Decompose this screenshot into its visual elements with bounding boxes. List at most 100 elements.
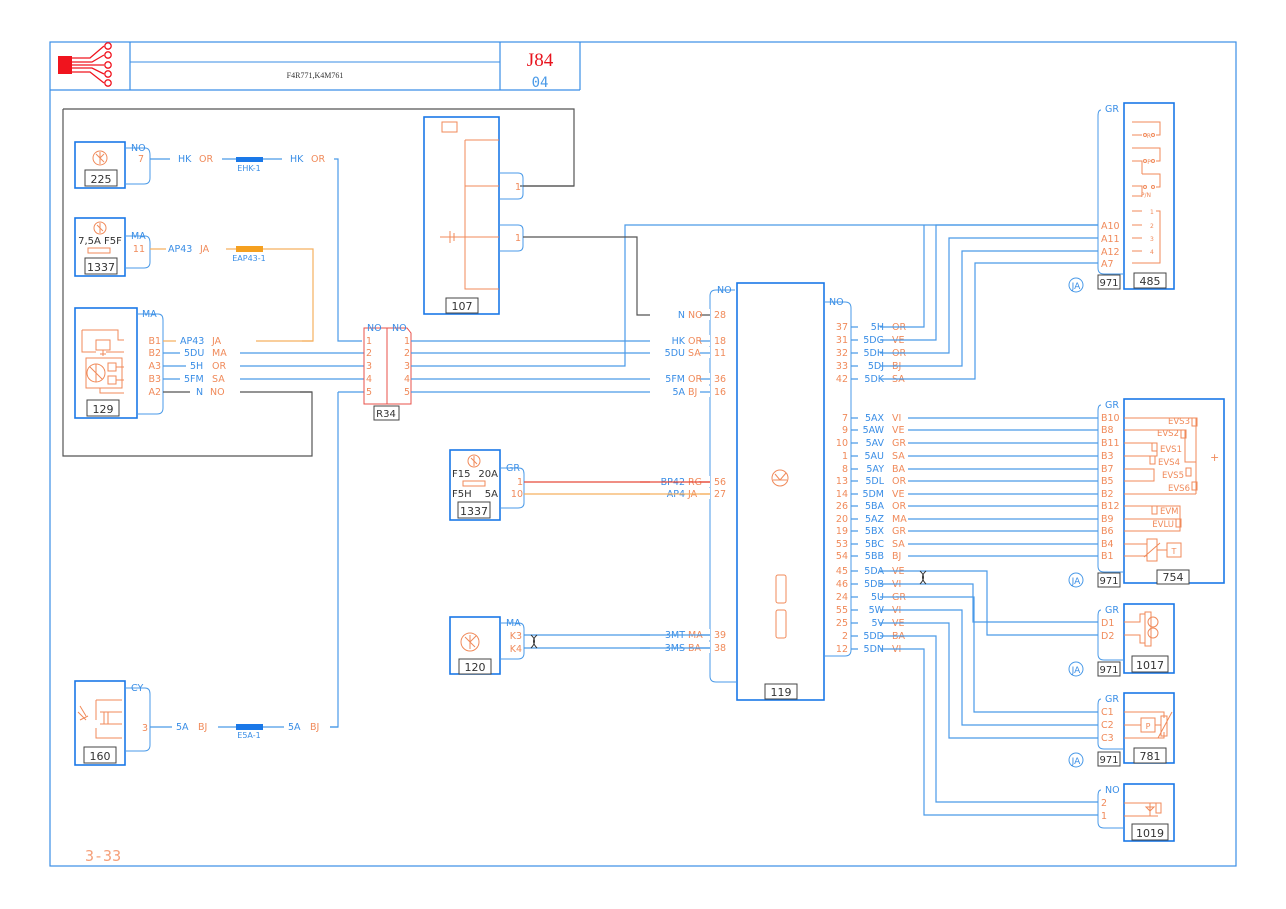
svg-text:B1: B1 [1101, 551, 1114, 562]
svg-text:MA: MA [142, 309, 157, 320]
svg-text:31: 31 [836, 335, 848, 346]
svg-text:160: 160 [90, 750, 111, 763]
component-1337-fuses-f15-f5h[interactable]: F15 20A F5H 5A 1337 GR 1 10 [449, 449, 525, 521]
svg-text:EVS2: EVS2 [1157, 429, 1179, 439]
svg-text:5DD: 5DD [863, 631, 884, 642]
svg-text:5DG: 5DG [863, 335, 884, 346]
component-485-gear-selector[interactable]: GR R P P/N 1 2 3 4 A10 A11 A12 A7 485 97… [1068, 102, 1175, 293]
svg-text:32: 32 [836, 348, 848, 359]
svg-text:971: 971 [1099, 665, 1118, 676]
component-1019-solenoid[interactable]: NO 2 1 1019 [1097, 783, 1175, 842]
svg-text:B2: B2 [1101, 489, 1114, 500]
ecu-119[interactable]: NO NO 119 [709, 282, 852, 701]
component-1017[interactable]: GR D1 D2 1017 971 JA [1068, 603, 1175, 677]
svg-text:OR: OR [212, 361, 226, 372]
svg-text:BJ: BJ [892, 551, 901, 562]
svg-text:B2: B2 [148, 348, 161, 359]
ground-symbol-icon [771, 469, 789, 487]
svg-text:SA: SA [892, 451, 905, 462]
svg-text:BJ: BJ [198, 722, 207, 733]
svg-text:P/N: P/N [1141, 192, 1151, 199]
svg-text:10: 10 [836, 438, 848, 449]
svg-text:19: 19 [836, 526, 848, 537]
svg-text:27: 27 [714, 489, 726, 500]
svg-text:B6: B6 [1101, 526, 1114, 537]
svg-text:2: 2 [1150, 223, 1154, 230]
svg-text:BJ: BJ [310, 722, 319, 733]
svg-text:5DM: 5DM [862, 489, 884, 500]
svg-text:NO: NO [392, 323, 407, 334]
component-129[interactable]: 129 MA B1 B2 A3 B3 A2 [74, 307, 164, 419]
svg-text:HK: HK [672, 336, 686, 347]
svg-text:5BA: 5BA [865, 501, 885, 512]
svg-text:2: 2 [1101, 798, 1107, 809]
svg-text:4: 4 [404, 374, 410, 385]
svg-text:EVS3: EVS3 [1168, 417, 1190, 427]
fuse-icon [87, 247, 111, 254]
component-107-battery[interactable]: 107 1 1 [423, 116, 524, 315]
svg-text:JA: JA [1071, 577, 1081, 587]
svg-text:P: P [1146, 722, 1151, 731]
svg-text:5U: 5U [871, 592, 884, 603]
svg-text:EVLU: EVLU [1152, 520, 1174, 530]
svg-text:OR: OR [199, 154, 213, 165]
svg-text:2: 2 [404, 348, 410, 359]
svg-text:AP43: AP43 [168, 244, 192, 255]
svg-text:1: 1 [517, 477, 523, 488]
svg-text:SA: SA [688, 348, 701, 359]
svg-text:18: 18 [714, 336, 726, 347]
component-1337-fuse-f5f[interactable]: 7,5A F5F 1337 MA 11 [74, 217, 151, 277]
ground-symbol-icon [92, 150, 108, 166]
component-160[interactable]: 160 CY 3 [74, 680, 151, 766]
svg-text:4: 4 [366, 374, 372, 385]
svg-text:971: 971 [1099, 755, 1118, 766]
svg-text:5AU: 5AU [865, 451, 885, 462]
svg-text:5DA: 5DA [864, 566, 884, 577]
svg-text:9: 9 [842, 425, 848, 436]
component-781-pressure-sensor[interactable]: GR C1 C2 C3 P 781 971 JA [1068, 692, 1175, 768]
diagram-frame [49, 41, 1237, 867]
svg-text:+: + [1210, 451, 1219, 464]
svg-text:11: 11 [133, 244, 145, 255]
svg-text:3: 3 [1150, 236, 1154, 243]
svg-text:OR: OR [311, 154, 325, 165]
svg-text:GR: GR [892, 438, 906, 449]
diagram-title: J84 [527, 50, 554, 71]
svg-text:NO: NO [131, 143, 146, 154]
component-120[interactable]: 120 MA K3 K4 [449, 616, 525, 675]
svg-text:485: 485 [1140, 275, 1161, 288]
svg-text:55: 55 [836, 605, 848, 616]
svg-text:971: 971 [1099, 278, 1118, 289]
svg-text:7: 7 [138, 154, 144, 165]
svg-text:45: 45 [836, 566, 848, 577]
svg-text:5AZ: 5AZ [865, 514, 885, 525]
svg-text:B1: B1 [148, 336, 161, 347]
connector-r34[interactable]: NO NO 1 2 3 4 5 1 2 3 4 5 R34 [363, 323, 412, 421]
svg-text:5: 5 [404, 387, 410, 398]
svg-text:B8: B8 [1101, 425, 1114, 436]
svg-text:5DJ: 5DJ [868, 361, 884, 372]
svg-text:107: 107 [452, 300, 473, 313]
svg-text:EVM: EVM [1160, 507, 1179, 517]
svg-text:5: 5 [366, 387, 372, 398]
svg-text:JA: JA [1071, 757, 1081, 767]
svg-text:5AX: 5AX [865, 413, 885, 424]
svg-text:A2: A2 [148, 387, 161, 398]
svg-text:7,5A F5F: 7,5A F5F [78, 236, 122, 247]
svg-text:5AW: 5AW [863, 425, 885, 436]
svg-text:F15: F15 [452, 469, 470, 480]
svg-text:1: 1 [1150, 209, 1154, 216]
svg-text:119: 119 [771, 686, 792, 699]
svg-text:5DU: 5DU [184, 348, 204, 359]
svg-text:F5H: F5H [452, 489, 472, 500]
svg-text:OR: OR [688, 374, 702, 385]
component-225[interactable]: 225 NO 7 [74, 141, 151, 189]
